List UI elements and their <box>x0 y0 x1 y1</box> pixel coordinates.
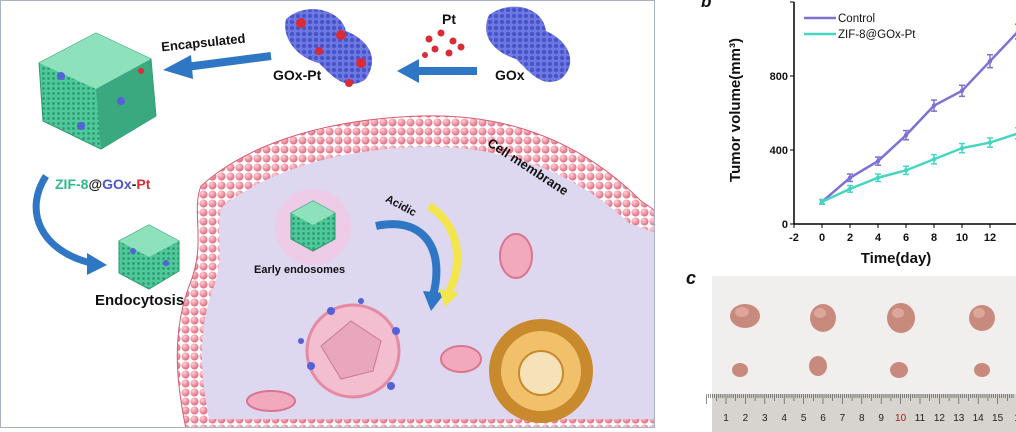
x-tick-label: 4 <box>875 232 882 244</box>
composite-label-part: - <box>131 176 137 192</box>
zif8-gox-pt-particle-small <box>118 224 180 290</box>
series-line-1 <box>821 31 1016 203</box>
x-tick-label: 2 <box>847 232 853 244</box>
gox-pt-protein <box>285 9 373 87</box>
ruler-number: 4 <box>781 413 787 424</box>
arrow-endocytosis <box>32 174 107 275</box>
ruler-number: 9 <box>878 413 884 424</box>
ruler-number: 12 <box>934 413 946 424</box>
y-tick-label: 800 <box>770 71 788 83</box>
data-point <box>847 186 853 192</box>
ruler-number: 8 <box>859 413 865 424</box>
nucleus <box>489 319 593 423</box>
data-point <box>903 133 909 138</box>
mitochondria <box>246 233 533 412</box>
acidic-arrow <box>375 202 462 311</box>
x-tick-label: 12 <box>984 232 996 244</box>
ruler <box>712 394 1016 432</box>
data-point <box>959 145 965 151</box>
ruler-number: 1 <box>1014 413 1016 424</box>
chart-series <box>819 23 1016 205</box>
ruler-number: 6 <box>820 413 826 424</box>
degraded-vesicle <box>298 298 401 399</box>
composite-label-part: ZIF-8 <box>55 176 89 192</box>
series-line-2 <box>821 132 1016 203</box>
x-tick-label: 6 <box>903 232 909 244</box>
ruler-number: 15 <box>992 413 1004 424</box>
panel-b-letter: b <box>701 0 712 11</box>
arrow-gox-to-goxpt <box>397 59 477 83</box>
zif8-gox-pt-particle-large <box>38 32 157 150</box>
ruler-number: 10 <box>895 413 907 424</box>
ruler-number: 2 <box>743 413 749 424</box>
endocytosis-label: Endocytosis <box>95 292 185 309</box>
x-tick-label: 8 <box>931 232 937 244</box>
data-point <box>931 103 937 108</box>
early-endosomes-label: Early endosomes <box>254 264 346 276</box>
gox-pt-label: GOx-Pt <box>273 67 322 83</box>
ruler-number: 7 <box>840 413 846 424</box>
schematic-panel: Encapsulated Pt GOx-Pt GOx ZIF-8@GOx-Pt … <box>0 0 655 428</box>
ruler-number: 5 <box>801 413 807 424</box>
tumor-row-control <box>730 303 995 333</box>
data-point <box>903 168 909 173</box>
ruler-number: 11 <box>915 413 926 424</box>
data-point <box>847 175 853 180</box>
data-point <box>959 88 965 94</box>
tumor-row-treated <box>732 356 990 378</box>
pt-label: Pt <box>442 11 456 27</box>
composite-label: ZIF-8@GOx-Pt <box>55 176 150 192</box>
arrow-encapsulated <box>163 52 272 79</box>
ruler-number: 14 <box>973 413 985 424</box>
data-point <box>875 158 881 164</box>
composite-label-part: @ <box>88 176 103 192</box>
ruler-numbers: 1234567891011121314151 <box>723 413 1016 424</box>
data-point <box>987 140 993 145</box>
data-point <box>875 175 881 180</box>
tumor-photo-panel: c 1234567891011121314151 <box>668 268 1016 432</box>
y-tick-label: 0 <box>782 219 788 231</box>
ruler-ticks <box>706 394 1014 404</box>
legend-label-1: Control <box>838 13 875 25</box>
x-tick-label: 10 <box>956 232 968 244</box>
composite-label-part: Pt <box>136 176 151 192</box>
ruler-number: 1 <box>723 413 729 424</box>
data-point <box>987 59 993 64</box>
composite-label-part: GOx <box>102 176 132 192</box>
pt-nanoparticles <box>422 29 465 58</box>
ruler-number: 13 <box>953 413 965 424</box>
legend-label-2: ZIF-8@GOx-Pt <box>838 29 916 41</box>
y-axis-label: Tumor volume(mm³) <box>727 38 744 182</box>
x-tick-label: 0 <box>819 232 825 244</box>
data-point <box>819 199 825 204</box>
tumor-photograph: 1234567891011121314151 <box>706 276 1016 432</box>
x-tick-label: -2 <box>789 232 799 244</box>
schematic-illustration <box>32 6 654 427</box>
x-axis-label: Time(day) <box>861 250 932 267</box>
y-tick-label: 400 <box>770 145 788 157</box>
photo-background <box>712 276 1016 394</box>
gox-protein <box>486 6 571 82</box>
data-point <box>931 157 937 162</box>
early-endosome <box>275 189 351 265</box>
ruler-number: 3 <box>762 413 768 424</box>
panel-c-letter: c <box>686 268 697 288</box>
gox-label: GOx <box>495 67 525 83</box>
